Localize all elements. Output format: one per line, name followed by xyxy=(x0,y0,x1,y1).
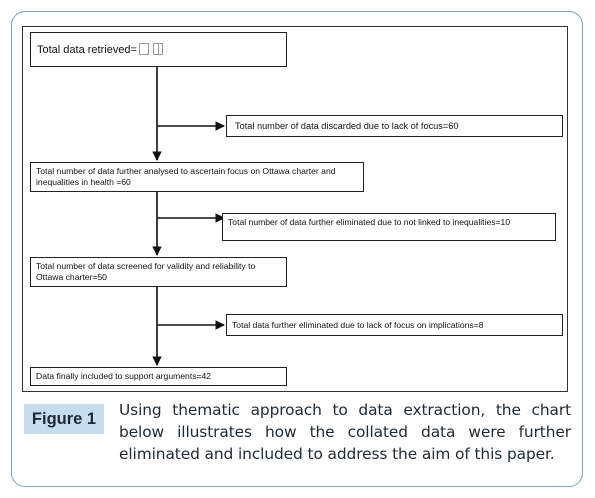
included-box: Data finally included to support argumen… xyxy=(30,367,287,386)
missing-glyph-icon xyxy=(138,43,149,55)
retrieved-box: Total data retrieved= xyxy=(30,32,287,67)
missing-glyph-icon xyxy=(152,43,163,55)
discarded-box: Total number of data discarded due to la… xyxy=(226,115,563,137)
implications-text: Total data further eliminated due to lac… xyxy=(232,320,484,330)
figure-caption: Using thematic approach to data extracti… xyxy=(119,401,571,463)
screened-box: Total number of data screened for validi… xyxy=(30,257,287,287)
screened-text: Total number of data screened for validi… xyxy=(36,261,256,282)
inequalities-box: Total number of data further eliminated … xyxy=(222,213,556,241)
retrieved-text: Total data retrieved= xyxy=(37,44,137,56)
figure-label: Figure 1 xyxy=(24,404,104,434)
discarded-text: Total number of data discarded due to la… xyxy=(235,121,459,131)
implications-box: Total data further eliminated due to lac… xyxy=(226,314,563,336)
analysed-text: Total number of data further analysed to… xyxy=(36,166,336,187)
included-text: Data finally included to support argumen… xyxy=(36,371,212,381)
analysed-box: Total number of data further analysed to… xyxy=(30,162,364,192)
inequalities-text: Total number of data further eliminated … xyxy=(228,217,511,227)
